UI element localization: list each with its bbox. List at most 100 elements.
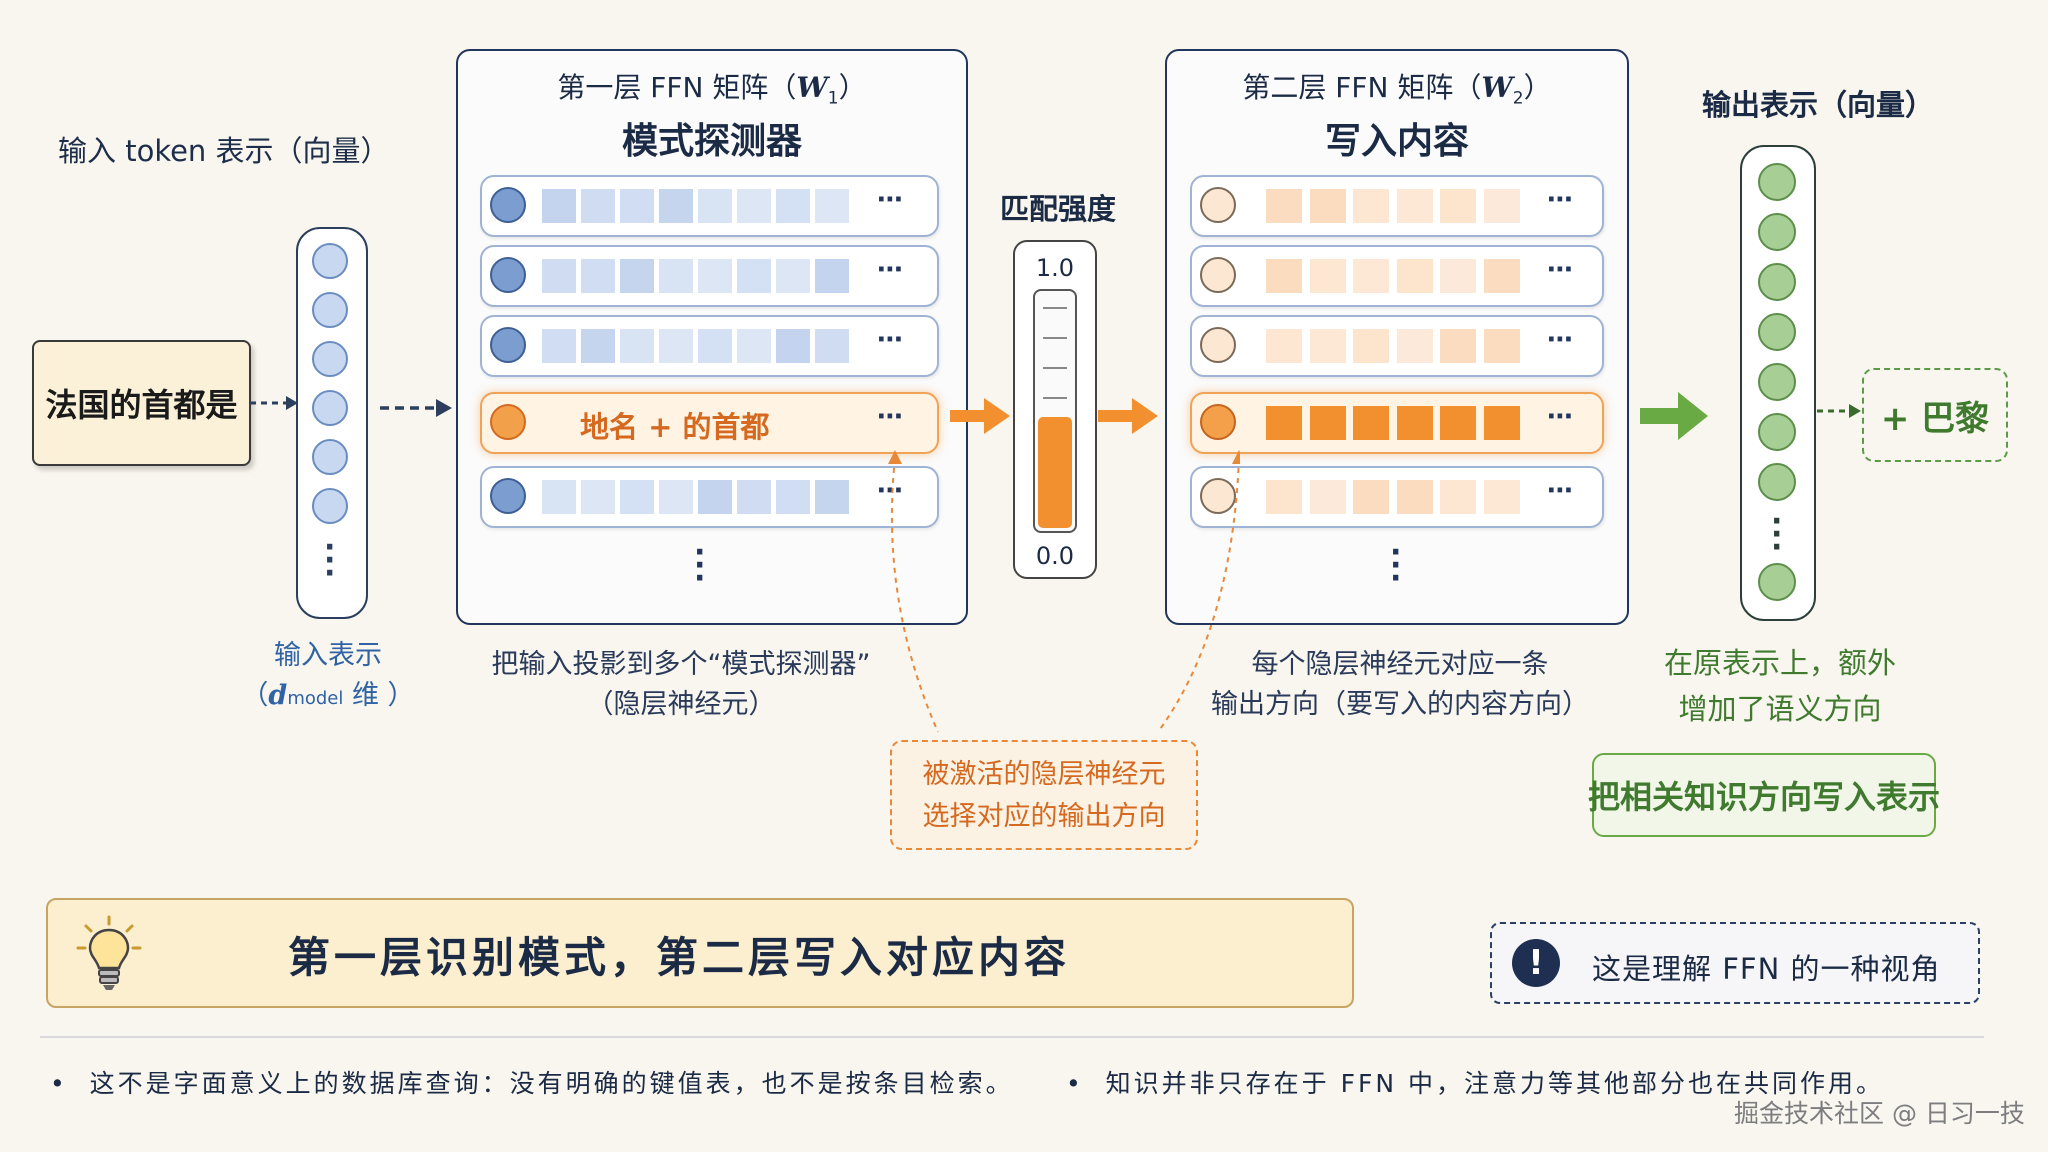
weight-cell <box>1440 189 1476 223</box>
vector-node <box>1758 263 1796 301</box>
dashed-arrow-icon <box>250 396 298 410</box>
weight-cell <box>542 259 576 293</box>
vector-node <box>312 292 348 328</box>
layer1-header-text: 第一层 FFN 矩阵（ <box>557 71 797 104</box>
vertical-ellipsis-icon: ··· <box>1771 504 1783 565</box>
layer2-caption-line1: 每个隐层神经元对应一条 <box>1251 649 1549 680</box>
layer2-caption: 每个隐层神经元对应一条 输出方向（要写入的内容方向） <box>1200 645 1600 725</box>
vertical-ellipsis-icon: ··· <box>694 535 706 596</box>
weight-cell <box>581 259 615 293</box>
meter-fill <box>1038 417 1072 528</box>
input-vector-caption: 输入表示 （dmodel 维 ） <box>228 636 428 719</box>
weight-cell <box>659 329 693 363</box>
weight-cell <box>620 480 654 514</box>
layer2-title: 写入内容 <box>1324 121 1469 162</box>
vector-node <box>1758 363 1796 401</box>
layer1-header: 第一层 FFN 矩阵（W1） <box>456 66 968 109</box>
dashed-arrow-icon <box>380 399 452 417</box>
weight-cell <box>1483 259 1520 293</box>
weight-cell <box>776 259 810 293</box>
orange-arrow-icon <box>950 398 1010 434</box>
neuron-dot <box>1200 257 1236 293</box>
neuron-dot <box>1200 478 1236 514</box>
weight-cell <box>776 189 810 223</box>
weight-cell <box>620 189 654 223</box>
note-text: 这是理解 FFN 的一种视角 <box>1592 952 1941 986</box>
write-knowledge-box: 把相关知识方向写入表示 <box>1588 753 1940 837</box>
weight-cell <box>659 259 693 293</box>
divider <box>40 1036 1984 1038</box>
weight-cell <box>620 259 654 293</box>
weight-cell <box>815 480 849 514</box>
weight-cell <box>776 329 810 363</box>
neuron-row: ⋯ <box>480 175 939 237</box>
callout-line1: 被激活的隐层神经元 <box>922 759 1166 790</box>
w2-subscript: 2 <box>1512 88 1524 109</box>
weight-cell <box>815 189 849 223</box>
d-symbol: d <box>268 680 288 711</box>
weight-cell <box>1483 480 1520 514</box>
exclamation-icon: ! <box>1512 939 1560 987</box>
horizontal-ellipsis-icon: ⋯ <box>1547 185 1575 215</box>
weight-cell <box>581 329 615 363</box>
meter-tick <box>1043 307 1067 309</box>
bullet-text: 这不是字面意义上的数据库查询：没有明确的键值表，也不是按条目检索。 <box>89 1069 1014 1098</box>
neuron-row: ⋯ <box>1190 175 1604 237</box>
weight-cell <box>698 329 732 363</box>
vertical-ellipsis-icon: ··· <box>324 530 336 591</box>
layer1-header-close: ） <box>838 71 867 104</box>
input-vector-caption-line2: （dmodel 维 ） <box>228 676 428 719</box>
vector-node <box>1758 413 1796 451</box>
vector-node <box>1758 163 1796 201</box>
weight-cell <box>1266 406 1302 440</box>
weight-cell <box>542 480 576 514</box>
callout-text: 被激活的隐层神经元 选择对应的输出方向 <box>892 754 1196 838</box>
weight-cell <box>1483 189 1520 223</box>
neuron-dot <box>490 478 526 514</box>
output-caption-line2: 增加了语义方向 <box>1678 692 1882 726</box>
neuron-row-selected: ⋯ <box>1190 392 1604 454</box>
neuron-row: ⋯ <box>1190 245 1604 307</box>
weight-cell <box>581 480 615 514</box>
match-strength-meter: 1.0 0.0 <box>1013 240 1097 579</box>
horizontal-ellipsis-icon: ⋯ <box>877 402 905 432</box>
neuron-row: ⋯ <box>480 245 939 307</box>
horizontal-ellipsis-icon: ⋯ <box>877 255 905 285</box>
lightbulb-icon <box>76 915 142 990</box>
weight-cell <box>542 329 576 363</box>
weight-cell <box>1266 259 1302 293</box>
vertical-ellipsis-icon: ··· <box>1390 535 1402 596</box>
neuron-dot <box>490 257 526 293</box>
horizontal-ellipsis-icon: ⋯ <box>877 185 905 215</box>
neuron-row: ⋯ <box>480 466 939 528</box>
weight-cell <box>1440 406 1476 440</box>
weight-cell <box>1353 329 1389 363</box>
input-title: 输入 token 表示（向量） <box>58 134 390 168</box>
perspective-note: ! 这是理解 FFN 的一种视角 <box>1490 922 1980 1004</box>
weight-cell <box>1353 480 1389 514</box>
watermark: 掘金技术社区 @ 日习一技 <box>1734 1099 2025 1128</box>
dashed-arrow-icon <box>1817 404 1861 418</box>
weight-cell <box>1266 329 1302 363</box>
weight-cell <box>1396 480 1433 514</box>
input-vector: ··· <box>296 227 368 619</box>
weight-cell <box>659 189 693 223</box>
weight-cell <box>698 259 732 293</box>
horizontal-ellipsis-icon: ⋯ <box>1547 325 1575 355</box>
weight-cell <box>1266 189 1302 223</box>
bullet-item: • 这不是字面意义上的数据库查询：没有明确的键值表，也不是按条目检索。 <box>50 1064 1014 1100</box>
output-title: 输出表示（向量） <box>1702 88 1935 122</box>
vector-node <box>312 488 348 524</box>
weight-cell <box>1440 259 1476 293</box>
output-caption-line1: 在原表示上，额外 <box>1663 646 1896 680</box>
bullet-item: • 知识并非只存在于 FFN 中，注意力等其他部分也在共同作用。 <box>1066 1064 1884 1100</box>
weight-cell <box>1483 329 1520 363</box>
bullet-text: 知识并非只存在于 FFN 中，注意力等其他部分也在共同作用。 <box>1105 1069 1884 1098</box>
added-semantic-box: + 巴黎 <box>1862 368 2008 462</box>
weight-cell <box>1266 480 1302 514</box>
vector-node <box>312 243 348 279</box>
neuron-dot <box>490 187 526 223</box>
green-arrow-icon <box>1640 392 1708 440</box>
meter-min-label: 0.0 <box>1035 542 1075 570</box>
pattern-label: 地名 + 的首都 <box>580 410 770 444</box>
